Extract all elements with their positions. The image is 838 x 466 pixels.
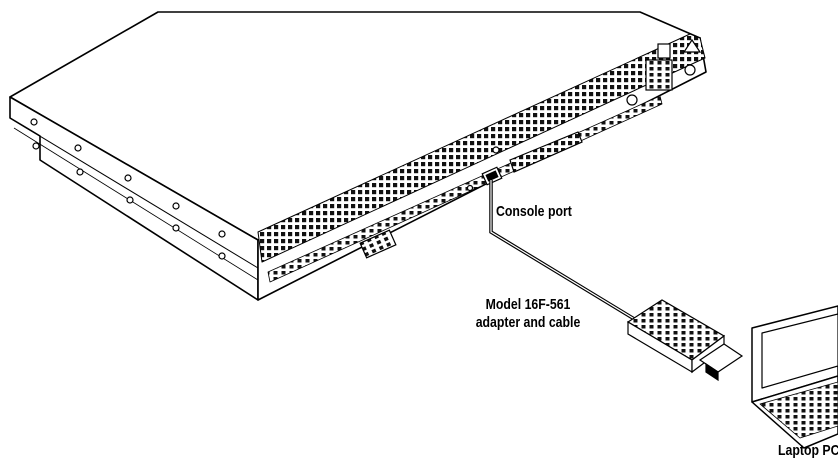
console-cable <box>489 180 637 322</box>
router-chassis <box>9 11 707 301</box>
laptop-label: Laptop PC <box>778 442 838 459</box>
top-vent-grille <box>257 33 706 263</box>
rear-ports <box>359 38 702 259</box>
laptop-pc <box>751 305 838 449</box>
ethernet-port-left <box>359 229 397 259</box>
led-indicator <box>492 146 500 154</box>
adapter-label-line2: adapter and cable <box>475 314 581 331</box>
adapter <box>626 299 744 382</box>
laptop-screen <box>761 313 838 389</box>
adapter-label-line1: Model 16F-561 <box>485 296 571 313</box>
db-connector <box>509 131 583 173</box>
front-screws <box>30 118 226 260</box>
ground-screw <box>626 94 638 106</box>
power-inlet <box>645 59 673 91</box>
console-port-label: Console port <box>496 203 572 220</box>
